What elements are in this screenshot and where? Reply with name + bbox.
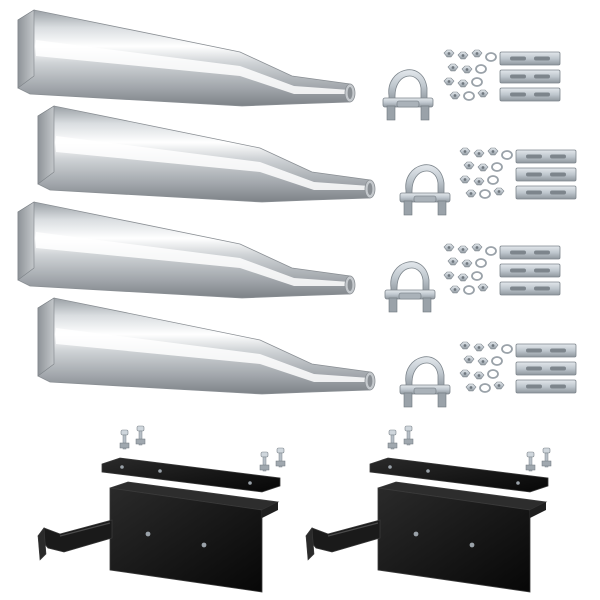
- product-photo: [17, 9, 576, 593]
